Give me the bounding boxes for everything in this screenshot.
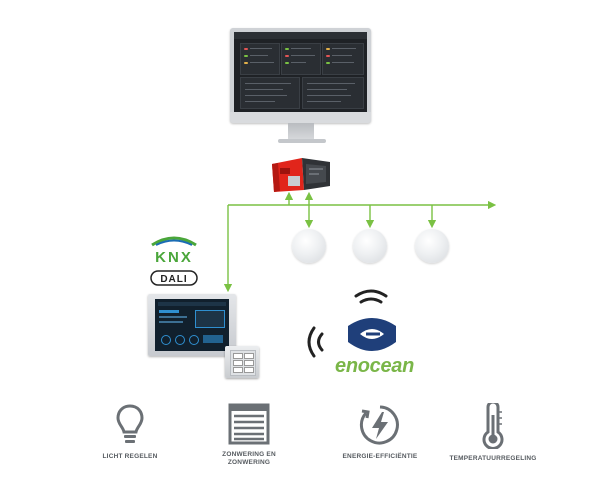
knx-text: KNX <box>155 249 193 265</box>
touch-panel-screen <box>155 299 229 351</box>
feature-label: TEMPERATUURREGELING <box>438 455 548 463</box>
wireless-signal-icon <box>356 291 386 302</box>
controller-device <box>268 156 334 194</box>
thermometer-icon <box>480 403 506 449</box>
feature-label: ZONWERING EN ZONWERING <box>194 451 304 467</box>
feature-label: LICHT REGELEN <box>75 453 185 461</box>
energy-bolt-icon <box>358 403 402 447</box>
feature-label: ENERGIE-EFFICIËNTIE <box>325 453 435 461</box>
shutter-icon <box>227 403 271 445</box>
enocean-badge-icon <box>348 318 396 351</box>
dali-text: DALI <box>160 274 187 285</box>
feature-licht: LICHT REGELEN <box>75 403 185 461</box>
feature-energie: ENERGIE-EFFICIËNTIE <box>325 403 435 461</box>
knx-logo: KNX <box>148 233 200 265</box>
wireless-signal-icon <box>309 328 322 356</box>
feature-zonwering: ZONWERING EN ZONWERING <box>194 403 304 467</box>
sensor <box>353 229 387 263</box>
sensor <box>292 229 326 263</box>
feature-temperatuur: TEMPERATUURREGELING <box>438 403 548 463</box>
lightbulb-icon <box>115 403 145 447</box>
enocean-logo-text: enocean <box>335 355 414 378</box>
dali-logo: DALI <box>150 270 200 286</box>
sensor <box>415 229 449 263</box>
wall-keypad <box>225 346 259 378</box>
